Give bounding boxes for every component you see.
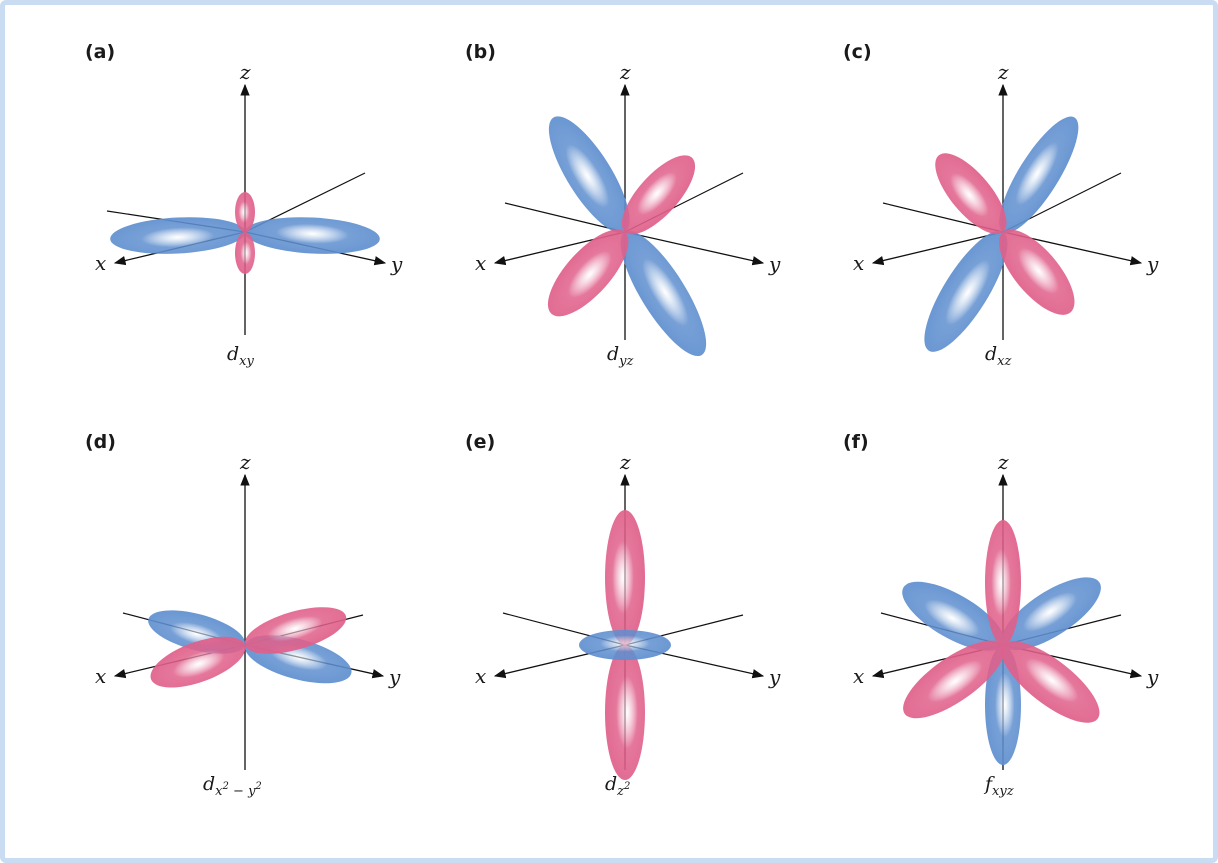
- z-axis-label: z: [997, 60, 1009, 84]
- orbital-diagram-dyz: z x y: [425, 35, 825, 455]
- orbital-label: dz2: [605, 773, 630, 799]
- orbital-label: dxy: [227, 343, 254, 369]
- blue-lobe: [244, 214, 381, 257]
- x-axis-label: x: [475, 251, 486, 275]
- orbital-label: fxyz: [985, 773, 1014, 799]
- orbital-diagram-dxz: z x y: [803, 35, 1203, 455]
- y-axis-label: y: [768, 665, 781, 689]
- z-axis-label: z: [239, 450, 251, 474]
- z-axis-label: z: [619, 450, 631, 474]
- x-axis-label: x: [475, 664, 486, 688]
- orbital-label: dx2 − y2: [203, 773, 262, 799]
- orbital-label: dyz: [607, 343, 633, 369]
- y-axis-label: y: [768, 252, 781, 276]
- y-axis-label: y: [1146, 665, 1159, 689]
- x-axis-label: x: [853, 251, 864, 275]
- orbital-label: dxz: [985, 343, 1011, 369]
- blue-torus: [579, 630, 671, 660]
- pink-lobe: [235, 232, 255, 274]
- z-axis-label: z: [997, 450, 1009, 474]
- pink-lobe: [986, 218, 1087, 327]
- pink-lobe: [605, 645, 645, 780]
- z-axis-label: z: [239, 60, 251, 84]
- x-axis-label: x: [95, 664, 106, 688]
- pink-lobe: [923, 143, 1018, 245]
- y-axis-label: y: [388, 665, 401, 689]
- x-axis-label: x: [853, 664, 864, 688]
- z-axis-label: z: [619, 60, 631, 84]
- pink-lobe: [235, 192, 255, 232]
- pink-lobe: [605, 510, 645, 645]
- blue-lobe: [109, 214, 246, 257]
- pink-lobe: [985, 520, 1021, 645]
- x-axis-label: x: [95, 251, 106, 275]
- y-axis-label: y: [390, 252, 403, 276]
- orbital-diagram-dxy: z x y: [45, 35, 445, 455]
- y-axis-label: y: [1146, 252, 1159, 276]
